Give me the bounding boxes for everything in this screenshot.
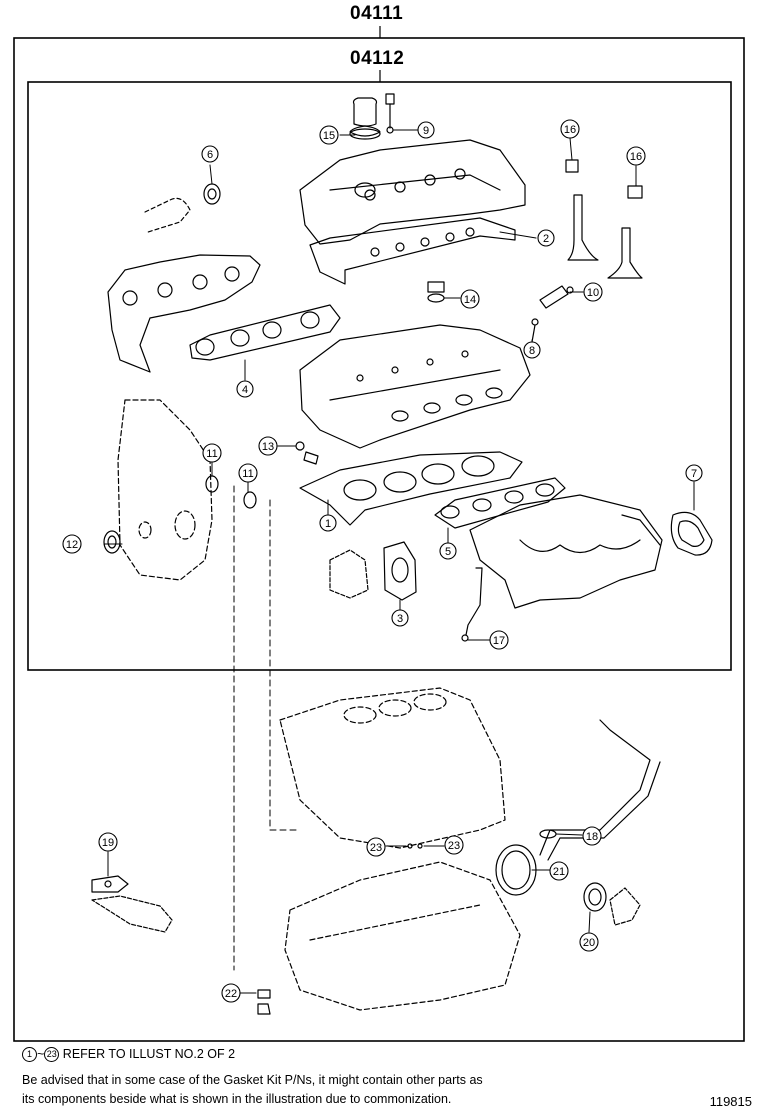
svg-text:23: 23	[448, 840, 460, 852]
inner-kit-number: 04112	[350, 48, 405, 69]
callout-5: 5	[439, 542, 457, 560]
svg-text:22: 22	[225, 988, 237, 1000]
ref-start-badge: 1	[22, 1047, 37, 1063]
dashed-leader	[233, 485, 301, 971]
outer-kit-frame	[13, 37, 745, 1042]
bolt-part	[385, 93, 395, 134]
callout-20: 20	[579, 932, 599, 952]
callout-2: 2	[537, 229, 555, 247]
exhaust-manifold	[107, 254, 261, 373]
callout-22: 22	[221, 983, 241, 1003]
svg-text:21: 21	[553, 866, 565, 878]
svg-text:8: 8	[529, 345, 535, 357]
callout-16b: 16	[626, 146, 646, 166]
oil-filler-cap	[349, 97, 381, 140]
reference-note: 1~23 REFER TO ILLUST NO.2 OF 2	[22, 1047, 236, 1063]
svg-text:6: 6	[207, 149, 213, 161]
callout-23b: 23	[444, 835, 464, 855]
svg-text:7: 7	[691, 468, 697, 480]
cylinder-block	[279, 687, 506, 849]
svg-text:10: 10	[587, 287, 599, 299]
callout-15: 15	[319, 125, 339, 145]
water-pump-gasket	[383, 541, 417, 601]
cylinder-head-cover	[299, 139, 526, 245]
callout-6: 6	[201, 145, 219, 163]
small-gasket	[407, 843, 423, 849]
svg-text:16: 16	[630, 151, 642, 163]
ref-end-badge: 23	[44, 1047, 60, 1063]
water-inlet	[329, 549, 369, 599]
illustration-number: 119815	[709, 1094, 752, 1109]
callout-16a: 16	[560, 119, 580, 139]
svg-text:11: 11	[242, 468, 253, 480]
exhaust-manifold-gasket	[189, 304, 341, 361]
svg-text:14: 14	[464, 294, 476, 306]
water-outlet-seal	[144, 183, 221, 233]
advisory-line-1: Be advised that in some case of the Gask…	[22, 1073, 483, 1087]
ref-tilde: ~	[37, 1047, 45, 1061]
svg-text:18: 18	[586, 831, 598, 843]
crankshaft-rear-oil-seal	[495, 844, 537, 896]
callout-14: 14	[460, 289, 480, 309]
crankshaft-front-oil-seal	[103, 530, 121, 554]
valve	[567, 194, 643, 279]
callout-23a: 23	[366, 837, 386, 857]
injector-seal	[531, 285, 574, 343]
callout-10: 10	[583, 282, 603, 302]
callout-9: 9	[417, 121, 435, 139]
svg-text:11: 11	[206, 448, 217, 460]
svg-text:3: 3	[397, 613, 403, 625]
cylinder-head	[299, 324, 531, 449]
callout-1: 1	[319, 514, 337, 532]
svg-text:17: 17	[493, 635, 505, 647]
callout-21: 21	[549, 861, 569, 881]
dipstick-guide-oring	[461, 567, 483, 642]
inner-kit-frame	[27, 81, 732, 671]
outer-kit-number: 04111	[350, 3, 404, 24]
svg-text:9: 9	[423, 125, 429, 137]
callout-12: 12	[62, 534, 82, 554]
head-bolt	[295, 441, 319, 465]
svg-text:5: 5	[445, 546, 451, 558]
callout-11a: 11	[202, 443, 222, 463]
svg-text:4: 4	[242, 384, 248, 396]
ref-text: REFER TO ILLUST NO.2 OF 2	[62, 1047, 236, 1061]
svg-text:1: 1	[325, 518, 331, 530]
callout-19: 19	[98, 832, 118, 852]
oil-seal	[583, 882, 641, 926]
callout-3: 3	[391, 609, 409, 627]
valve-stem-seal	[565, 159, 643, 199]
svg-text:20: 20	[583, 937, 595, 949]
callout-7: 7	[685, 464, 703, 482]
svg-text:23: 23	[370, 842, 382, 854]
callout-leader	[103, 129, 695, 994]
callout-13: 13	[258, 436, 278, 456]
svg-text:15: 15	[323, 130, 335, 142]
drain-plug-gasket	[257, 989, 271, 1015]
advisory-line-2: its components beside what is shown in t…	[22, 1092, 452, 1106]
svg-text:2: 2	[543, 233, 549, 245]
callout-17: 17	[489, 630, 509, 650]
cylinder-head-gasket	[299, 451, 523, 526]
callout-4: 4	[236, 380, 254, 398]
oil-strainer-gasket	[91, 875, 173, 933]
callout-11b: 11	[238, 463, 258, 483]
callout-8: 8	[523, 341, 541, 359]
svg-text:13: 13	[262, 441, 274, 453]
timing-chain-cover	[117, 399, 213, 581]
plug-part	[427, 281, 445, 303]
callout-18: 18	[582, 826, 602, 846]
svg-text:16: 16	[564, 124, 576, 136]
intake-manifold-gasket	[434, 477, 566, 529]
intake-manifold	[469, 494, 663, 609]
svg-text:19: 19	[102, 837, 114, 849]
head-cover-gasket	[309, 217, 516, 285]
throttle-body-gasket	[670, 511, 713, 556]
svg-text:12: 12	[66, 539, 78, 551]
oil-pan	[284, 861, 521, 1011]
